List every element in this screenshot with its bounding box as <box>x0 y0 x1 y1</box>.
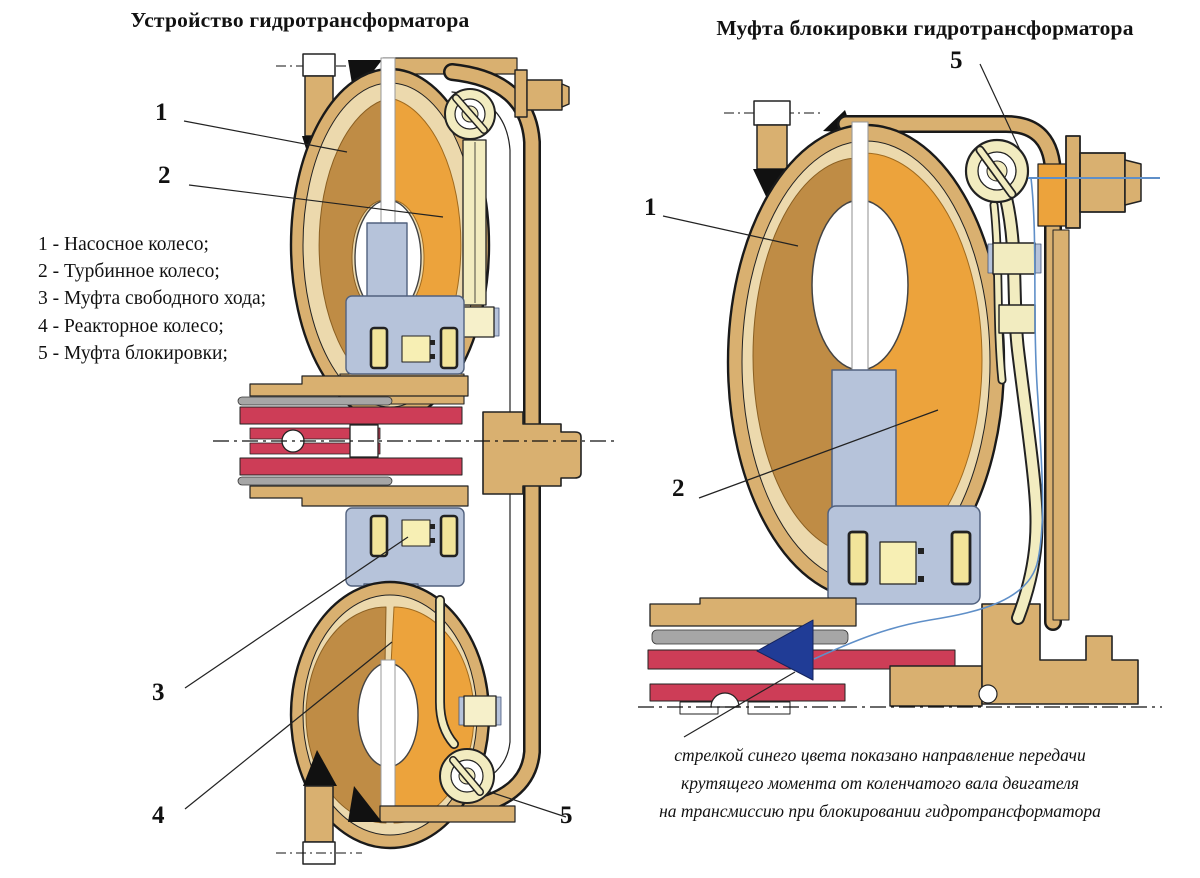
casing-bottom-plate <box>379 805 516 823</box>
right-casing-wall <box>1052 229 1070 621</box>
casing-bolt-top <box>514 69 570 118</box>
torque-arrow <box>756 619 814 681</box>
turbine-shell-pass <box>1037 163 1067 227</box>
legend-item-turbine: 2 - Турбинное колесо; <box>38 261 220 283</box>
right-lockup-clutch <box>964 138 1044 625</box>
left-callout-lockup: 5 <box>560 802 573 829</box>
left-diagram-title: Устройство гидротрансформатора <box>130 8 470 32</box>
lockup-clutch-bottom <box>435 595 502 804</box>
right-hub <box>827 369 981 605</box>
turbine-hub-slab <box>366 222 408 298</box>
legend-item-pump: 1 - Насосное колесо; <box>38 234 209 255</box>
right-output-bolt <box>1065 135 1142 229</box>
casing-seal-wedge-bottom <box>348 786 382 822</box>
legend-item-lockup: 5 - Муфта блокировки; <box>38 342 228 364</box>
right-callout-turbine: 2 <box>672 475 685 502</box>
legend-item-freewheel: 3 - Муфта свободного хода; <box>38 288 267 310</box>
caption-line-3: на трансмиссию при блокировании гидротра… <box>659 801 1101 821</box>
input-shaft-red-lower <box>239 457 463 476</box>
left-callout-freewheel: 3 <box>152 679 165 706</box>
right-diagram <box>638 63 1162 738</box>
bearing-hub-top <box>345 295 465 375</box>
legend: 1 - Насосное колесо; 2 - Турбинное колес… <box>38 231 266 367</box>
left-callout-turbine: 2 <box>158 162 171 189</box>
right-red-shaft-lower <box>649 683 846 702</box>
left-diagram <box>183 53 616 865</box>
right-shaft-band <box>851 121 869 375</box>
central-shafts <box>237 373 469 507</box>
caption-line-1: стрелкой синего цвета показано направлен… <box>674 745 1086 765</box>
bottom-stud <box>276 750 362 865</box>
output-shaft <box>482 411 582 495</box>
left-callout-reactor: 4 <box>152 802 165 829</box>
input-shaft-red-upper <box>239 406 463 425</box>
torque-path-curve <box>813 177 1044 660</box>
right-diagram-title: Муфта блокировки гидротрансформатора <box>716 16 1134 40</box>
shaft-band <box>380 57 396 229</box>
left-leader-lines <box>183 120 567 818</box>
left-callout-pump: 1 <box>155 99 168 126</box>
lockup-clutch-top <box>444 88 500 338</box>
legend-item-reactor: 4 - Реакторное колесо; <box>38 315 224 337</box>
right-callout-lockup: 5 <box>950 47 963 74</box>
arrow-caption: стрелкой синего цвета показано направлен… <box>618 741 1142 825</box>
caption-line-2: крутящего момента от коленчатого вала дв… <box>681 773 1079 793</box>
right-leader-lines <box>662 63 1021 738</box>
right-callout-pump: 1 <box>644 194 657 221</box>
